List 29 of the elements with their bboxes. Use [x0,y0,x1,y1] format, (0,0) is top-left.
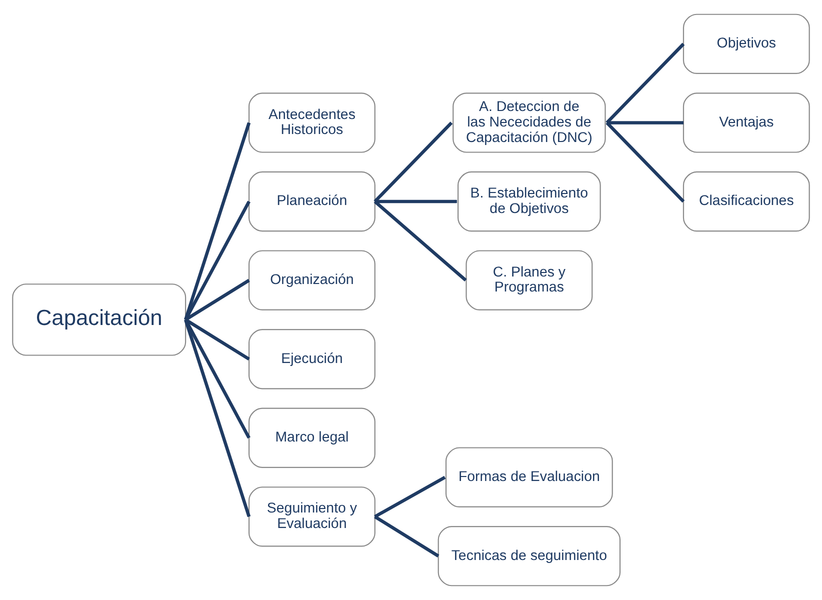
connector [606,121,684,124]
connector [184,278,250,322]
node-box: C. Planes y Programas [466,250,593,310]
node-box: A. Deteccion de las Nececidades de Capacitación (DNC) [452,92,606,153]
connector [374,515,440,558]
node-box: B. Establecimiento de Objetivos [458,171,601,232]
connector [606,42,685,124]
connector [184,318,250,439]
connector [184,319,251,518]
connector [374,122,453,203]
connector [374,200,467,282]
connector [184,122,251,320]
node-box: Antecedentes Historicos [248,92,376,153]
node-box: Ejecución [248,329,376,390]
connector [184,318,250,360]
connector [606,122,685,203]
node-box: Objetivos [682,14,810,74]
node-box: Seguimiento y Evaluación [248,486,376,547]
node-box: Tecnicas de seguimiento [438,526,621,586]
node-box: Marco legal [248,408,376,468]
node-box: Clasificaciones [682,171,810,232]
node-box: Ventajas [682,92,810,153]
connector [374,476,446,518]
node-box: Organización [248,250,376,310]
node-box: Formas de Evaluacion [445,447,613,508]
node-box: Capacitación [12,284,186,356]
connector [374,200,457,204]
connector [184,200,250,320]
node-box: Planeación [248,171,376,232]
